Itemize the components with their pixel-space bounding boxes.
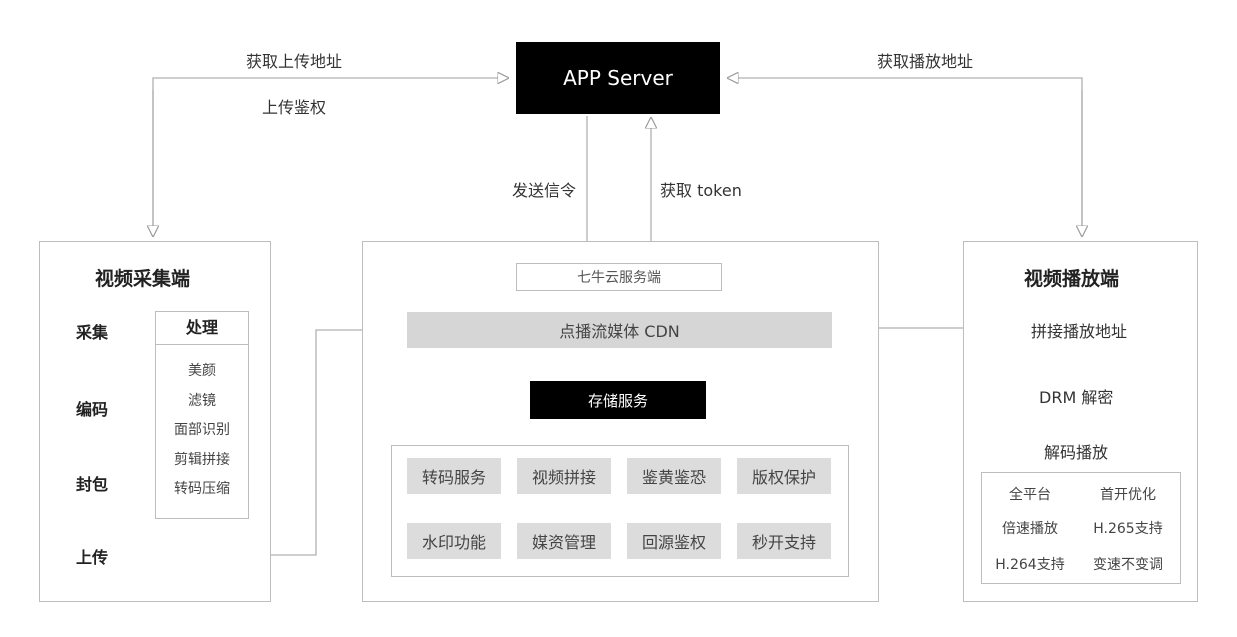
process-item: 美颜 (188, 363, 216, 379)
process-item: 滤镜 (188, 392, 216, 409)
cdn-label: 点播流媒体 CDN (559, 322, 680, 341)
service-tile: 秒开支持 (737, 523, 831, 559)
service-tile: 版权保护 (737, 458, 831, 494)
qiniu-server-box: 七牛云服务端 (516, 263, 722, 291)
service-tile: 鉴黄鉴恐 (627, 458, 721, 494)
service-tile: 媒资管理 (517, 523, 611, 559)
qiniu-server-label: 七牛云服务端 (577, 270, 661, 286)
storage-box: 存储服务 (530, 381, 706, 419)
process-item: 面部识别 (174, 422, 230, 438)
feature-item: H.265支持 (1093, 521, 1163, 537)
step-encode: 编码 (76, 400, 109, 419)
feature-item: 倍速播放 (1002, 521, 1058, 537)
feature-item: H.264支持 (995, 557, 1065, 573)
service-tile: 水印功能 (407, 523, 501, 559)
edge-label-get-token: 获取 token (660, 181, 742, 200)
step-decode: 解码播放 (1044, 443, 1109, 462)
edge-label-get-play-address: 获取播放地址 (877, 52, 974, 71)
step-package: 封包 (76, 475, 109, 494)
service-tile: 转码服务 (407, 458, 501, 494)
process-item: 转码压缩 (174, 481, 230, 497)
edge-capture-to-server (152, 78, 508, 232)
edge-label-send-signal: 发送信令 (512, 181, 577, 200)
edge-player-to-server (728, 78, 1083, 232)
player-title: 视频播放端 (1024, 268, 1120, 290)
service-tile: 视频拼接 (517, 458, 611, 494)
app-server-label: APP Server (563, 66, 673, 90)
feature-item: 首开优化 (1100, 487, 1156, 503)
process-box: 处理 美颜 滤镜 面部识别 剪辑拼接 转码压缩 (155, 311, 249, 519)
process-title: 处理 (156, 312, 248, 345)
step-upload: 上传 (76, 548, 109, 567)
step-drm: DRM 解密 (1039, 388, 1114, 407)
app-server-box: APP Server (516, 42, 720, 114)
service-tile: 回源鉴权 (627, 523, 721, 559)
process-item: 剪辑拼接 (174, 451, 230, 468)
capture-title: 视频采集端 (95, 268, 191, 290)
storage-label: 存储服务 (587, 391, 648, 410)
feature-item: 全平台 (1009, 487, 1051, 503)
edge-label-get-upload-address: 获取上传地址 (246, 52, 343, 71)
step-collect: 采集 (76, 323, 109, 342)
cdn-bar: 点播流媒体 CDN (407, 312, 832, 348)
edge-label-upload-auth: 上传鉴权 (262, 98, 327, 117)
step-splice-address: 拼接播放地址 (1031, 322, 1128, 341)
player-features-box (981, 472, 1181, 584)
player-panel (963, 241, 1198, 602)
feature-item: 变速不变调 (1093, 557, 1163, 573)
services-box (391, 445, 849, 577)
